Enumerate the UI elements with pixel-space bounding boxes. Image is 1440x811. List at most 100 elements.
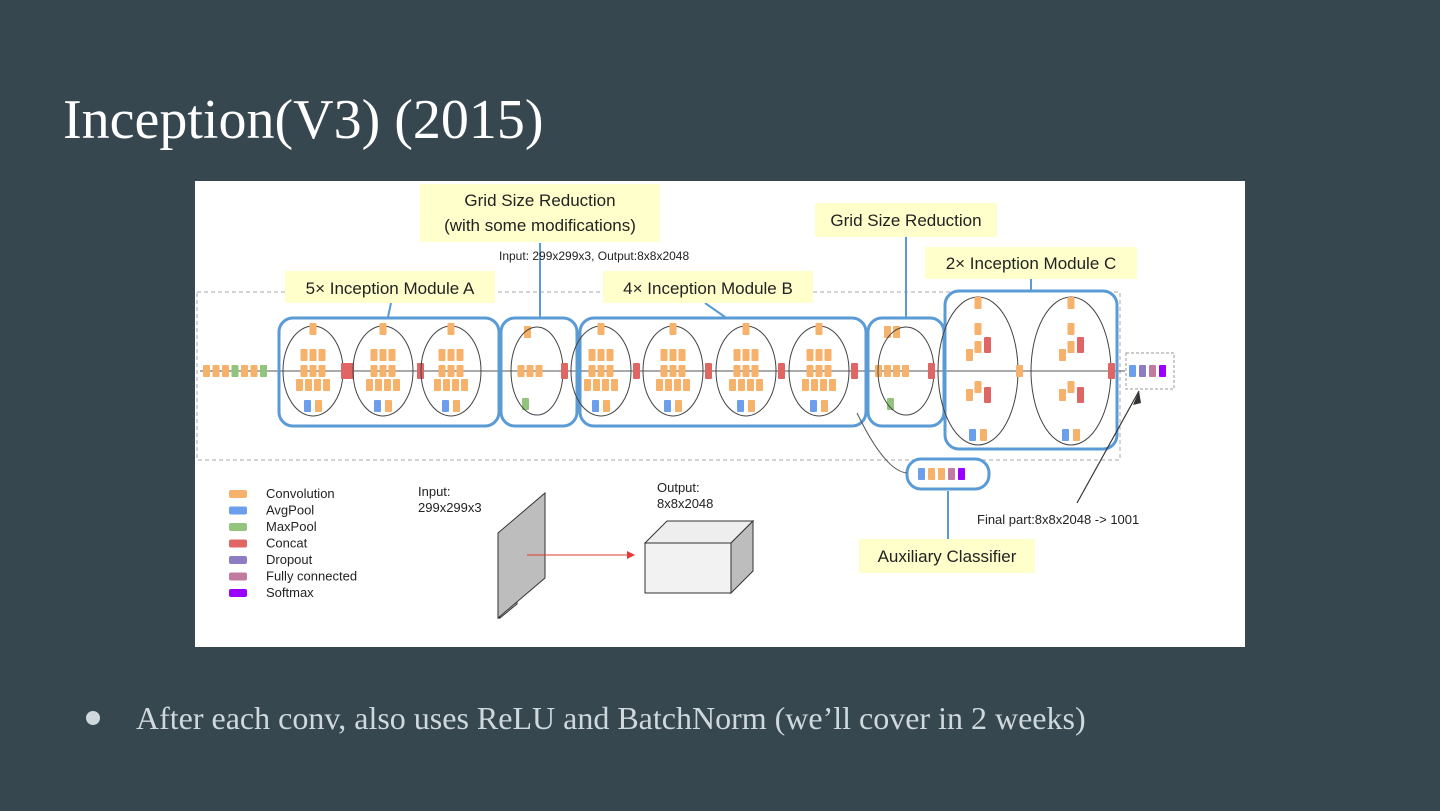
legend-swatch [229,506,247,515]
final-part-label: Final part:8x8x2048 -> 1001 [977,512,1139,527]
conv-block [938,468,945,480]
conv-block [438,365,446,377]
conv-block [212,365,220,377]
conv-block [829,379,836,391]
input-label-line2: 299x299x3 [418,500,482,515]
module-a-label: 5× Inception Module A [306,279,475,298]
grid-reduction-2-label-bg [815,203,997,237]
legend-swatch [229,572,247,581]
conv-block [747,379,754,391]
conv-block [375,379,382,391]
concat-block [1077,337,1084,353]
conv-block [966,349,973,361]
concat-block [633,363,640,379]
concat-block [851,363,858,379]
conv-block [453,400,460,412]
conv-block [815,365,823,377]
conv-block [584,379,591,391]
concat-block [984,387,991,403]
maxpool-block [231,365,239,377]
conv-block [656,379,663,391]
conv-block [438,349,446,361]
avgpool-block [737,400,744,412]
concat-block [1077,387,1084,403]
conv-block [1059,389,1066,401]
module-a-connector [387,302,392,318]
conv-block [660,365,668,377]
conv-block [318,349,326,361]
conv-block [318,365,326,377]
slide-title: Inception(V3) (2015) [63,89,544,151]
conv-block [597,323,605,335]
avgpool-block [969,429,976,441]
legend-label: Softmax [266,585,314,600]
conv-block [821,400,828,412]
conv-block [461,379,468,391]
module-a-group [277,316,501,428]
conv-block [309,365,317,377]
conv-block [738,379,745,391]
avgpool-block [918,468,925,480]
conv-block [379,349,387,361]
transform-arrowhead [627,551,635,559]
avgpool-block [810,400,817,412]
module-b-group [578,316,868,428]
conv-block [203,365,210,377]
conv-block [1016,365,1023,377]
output-cube-front [644,542,732,594]
conv-block [683,379,690,391]
avgpool-block [592,400,599,412]
legend-swatch [229,490,247,498]
fc-block [1149,365,1156,377]
grid-reduction-1-label-line2: (with some modifications) [444,216,636,235]
avgpool-block [1129,365,1136,377]
avgpool-block [664,400,671,412]
conv-block [966,389,973,401]
conv-block [815,349,823,361]
conv-block [447,349,455,361]
conv-block [315,400,322,412]
conv-block [748,400,755,412]
conv-block [1067,381,1075,393]
grid-reduction-2-label: Grid Size Reduction [830,211,981,230]
bullet-text: After each conv, also uses ReLU and Batc… [136,699,1086,736]
conv-block [974,341,982,353]
conv-block [314,379,321,391]
concat-block [561,363,568,379]
conv-block [1059,349,1066,361]
conv-block [669,365,677,377]
module-b-label-bg [603,271,813,303]
conv-block [751,365,759,377]
legend: ConvolutionAvgPoolMaxPoolConcatDropoutFu… [229,486,357,600]
conv-block [434,379,441,391]
conv-block [309,349,317,361]
input-label-line1: Input: [418,484,451,499]
legend-label: MaxPool [266,519,317,534]
fc-block [948,468,955,480]
module-c-label: 2× Inception Module C [946,254,1117,273]
module-b-label: 4× Inception Module B [623,279,793,298]
conv-block [222,365,229,377]
output-label-line2: 8x8x2048 [657,496,713,511]
conv-block [674,379,681,391]
conv-block [535,365,543,377]
conv-block [980,429,987,441]
legend-label: AvgPool [266,503,314,518]
concat-block [341,363,348,379]
conv-block [902,365,909,377]
conv-block [593,379,600,391]
conv-block [526,365,534,377]
module-a-label-bg [285,271,495,303]
conv-block [456,365,464,377]
conv-block [1067,323,1075,335]
concat-block [347,363,354,379]
conv-block [597,365,605,377]
concat-block [1108,363,1115,379]
conv-block [456,349,464,361]
avgpool-block [1062,429,1069,441]
dropout-block [1139,365,1146,377]
maxpool-block [260,365,267,377]
conv-block [820,379,827,391]
conv-block [370,349,378,361]
conv-block [393,379,400,391]
